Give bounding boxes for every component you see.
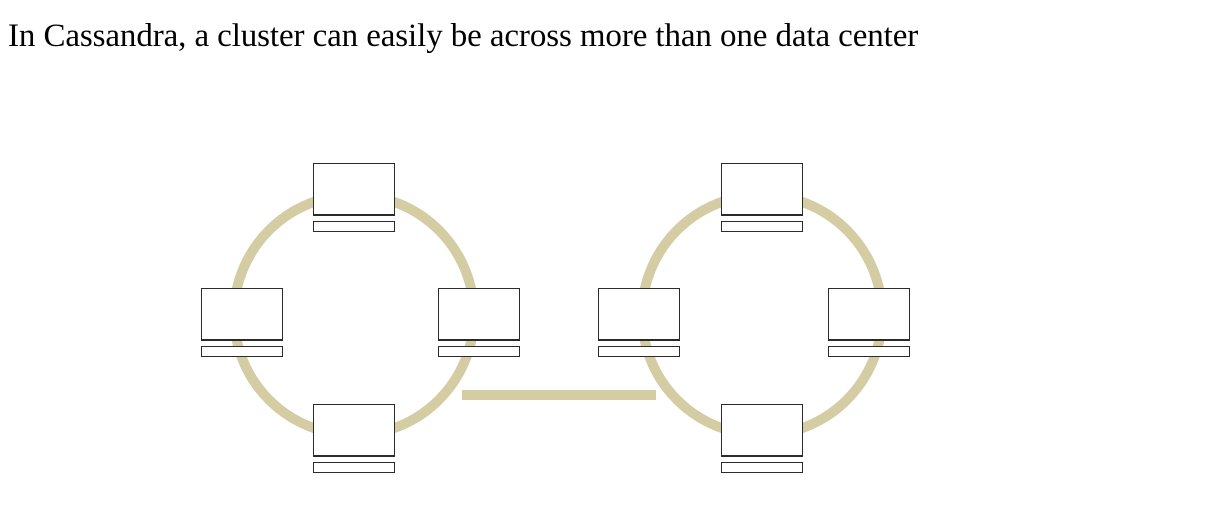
computer-screen-lip (721, 455, 803, 457)
computer-screen-lip (313, 455, 395, 457)
computer-screen-icon (721, 404, 803, 456)
computer-screen-icon (828, 288, 910, 340)
computer-screen-icon (313, 163, 395, 215)
computer-screen-lip (598, 339, 680, 341)
computer-screen-icon (721, 163, 803, 215)
computer-screen-icon (598, 288, 680, 340)
computer-base-icon (828, 346, 910, 357)
computer-screen-lip (721, 214, 803, 216)
computer-base-icon (201, 346, 283, 357)
computer-base-icon (313, 462, 395, 473)
computer-screen-icon (438, 288, 520, 340)
computer-base-icon (721, 221, 803, 232)
computer-base-icon (598, 346, 680, 357)
computer-screen-lip (313, 214, 395, 216)
computer-base-icon (721, 462, 803, 473)
computer-base-icon (313, 221, 395, 232)
computer-screen-icon (201, 288, 283, 340)
computer-screen-lip (201, 339, 283, 341)
computer-screen-lip (828, 339, 910, 341)
computer-screen-icon (313, 404, 395, 456)
page-title: In Cassandra, a cluster can easily be ac… (8, 18, 919, 54)
computer-base-icon (438, 346, 520, 357)
computer-screen-lip (438, 339, 520, 341)
